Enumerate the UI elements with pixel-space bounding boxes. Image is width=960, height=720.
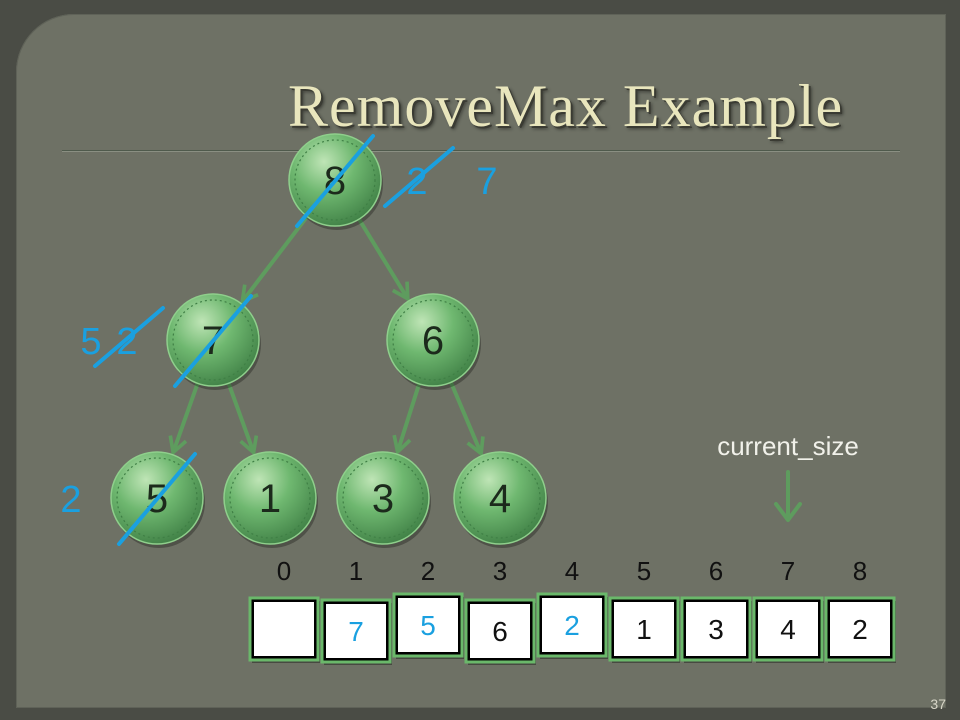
cell-face — [542, 598, 602, 652]
cell-face — [758, 602, 818, 656]
node-circle — [386, 293, 480, 387]
node-ring — [229, 457, 311, 539]
array-indices: 0 1 2 3 4 5 6 7 8 — [277, 556, 867, 586]
annotation: 5 — [80, 321, 101, 363]
page-number: 37 — [930, 696, 946, 712]
cell-value: 3 — [708, 614, 724, 645]
cell-face — [398, 598, 458, 652]
node-circle — [223, 451, 317, 545]
current-size-pointer: current_size — [717, 431, 859, 522]
array-cell: 2 — [824, 596, 896, 663]
node-ring — [342, 457, 424, 539]
cell-face — [326, 604, 386, 658]
node-ring — [392, 299, 474, 381]
node-value: 3 — [372, 477, 394, 521]
annotation: 2 — [383, 146, 455, 208]
annotation-strikethrough — [93, 306, 165, 368]
annotation-value: 2 — [116, 321, 137, 363]
array-cell: 2 — [536, 592, 608, 659]
slide-title: RemoveMax Example — [288, 73, 844, 139]
annotation: 7 — [476, 161, 497, 203]
array-cell: 6 — [464, 598, 536, 665]
tree-edge — [448, 380, 481, 452]
cell-value: 2 — [564, 610, 580, 641]
node-value: 6 — [422, 319, 444, 363]
tree-edge — [357, 217, 407, 297]
array-cell: 7 — [320, 598, 392, 665]
tree-node: 1 — [223, 451, 318, 548]
cell-face — [470, 604, 530, 658]
array-index: 3 — [493, 556, 507, 586]
node-value: 1 — [259, 477, 281, 521]
tree-edge — [398, 381, 422, 450]
node-strikethrough — [173, 294, 253, 388]
cell-face — [254, 602, 314, 656]
annotation-value: 2 — [406, 161, 427, 203]
tree-node: 7 — [166, 293, 261, 390]
cell-value: 4 — [780, 614, 796, 645]
array-cell: 4 — [752, 596, 824, 663]
array-cell: 5 — [392, 592, 464, 659]
array-index: 7 — [781, 556, 795, 586]
title-underline — [62, 150, 900, 152]
node-ring — [294, 139, 376, 221]
node-value: 4 — [489, 477, 511, 521]
cell-value: 7 — [348, 616, 364, 647]
cell-value: 2 — [852, 614, 868, 645]
slide-panel — [16, 14, 946, 708]
node-circle — [453, 451, 547, 545]
tree-node: 4 — [453, 451, 548, 548]
node-ring — [459, 457, 541, 539]
cell-face — [686, 602, 746, 656]
cell-value: 6 — [492, 616, 508, 647]
tree-node: 3 — [336, 451, 431, 548]
tree-node: 8 — [288, 133, 383, 230]
tree-nodes: 8765134 — [110, 133, 548, 548]
current-size-arrowhead — [774, 502, 802, 522]
annotation-value: 7 — [476, 161, 497, 203]
array-index: 5 — [637, 556, 651, 586]
node-circle — [336, 451, 430, 545]
node-strikethrough — [295, 134, 375, 228]
array-cell: 1 — [608, 596, 680, 663]
tree-node: 5 — [110, 451, 205, 548]
array-index: 0 — [277, 556, 291, 586]
array-index: 2 — [421, 556, 435, 586]
annotation: 2 — [60, 479, 81, 521]
array-index: 6 — [709, 556, 723, 586]
array-cell: 3 — [680, 596, 752, 663]
tree-edge — [174, 381, 200, 451]
cell-face — [830, 602, 890, 656]
annotation-value: 2 — [60, 479, 81, 521]
heap-array: 7 5 6 2 1 3 4 2 — [248, 592, 896, 665]
tree-edge — [226, 381, 253, 451]
array-index: 8 — [853, 556, 867, 586]
tree-node: 6 — [386, 293, 481, 390]
array-index: 4 — [565, 556, 579, 586]
annotation: 2 — [93, 306, 165, 368]
tree-edge — [243, 214, 310, 301]
current-size-label: current_size — [717, 431, 859, 461]
cell-face — [614, 602, 674, 656]
node-ring — [116, 457, 198, 539]
tree-edges — [174, 214, 481, 452]
node-ring — [172, 299, 254, 381]
annotation-strikethrough — [383, 146, 455, 208]
cell-value: 1 — [636, 614, 652, 645]
array-cell — [248, 596, 320, 663]
node-strikethrough — [117, 452, 197, 546]
cell-value: 5 — [420, 610, 436, 641]
array-index: 1 — [349, 556, 363, 586]
annotation-value: 5 — [80, 321, 101, 363]
